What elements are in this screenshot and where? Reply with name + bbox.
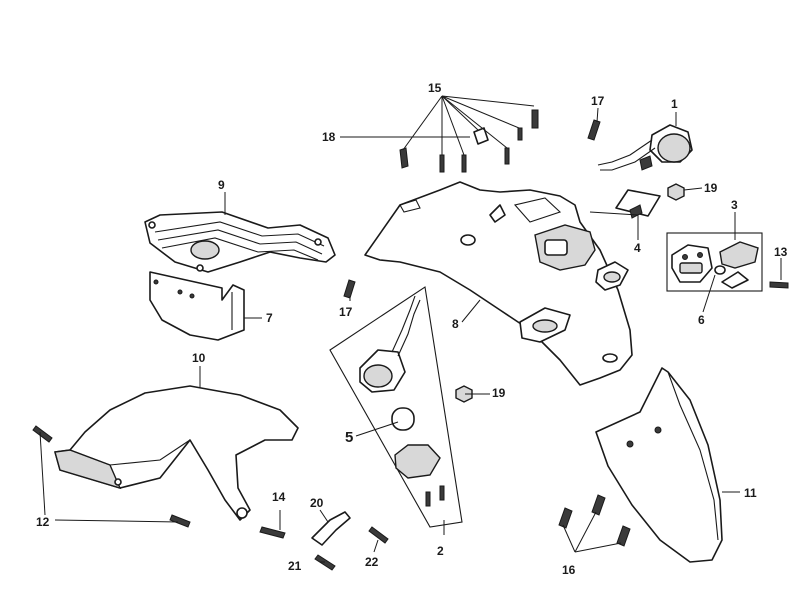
part-10-front-fender bbox=[54, 385, 299, 521]
part-13-screw bbox=[769, 281, 789, 289]
label-part-13: 13 bbox=[774, 245, 788, 259]
label-part-6: 6 bbox=[698, 313, 705, 327]
label-part-15: 15 bbox=[428, 81, 442, 95]
label-part-7: 7 bbox=[266, 311, 273, 325]
part-11-mudflap bbox=[595, 367, 723, 563]
label-part-9: 9 bbox=[218, 178, 225, 192]
leader-lines bbox=[39, 95, 782, 563]
part-17-screw-left bbox=[343, 279, 356, 299]
part-14-bolt bbox=[259, 526, 286, 539]
label-part-5: 5 bbox=[345, 429, 353, 446]
label-part-12: 12 bbox=[36, 515, 50, 529]
part-15-fasteners bbox=[399, 109, 539, 173]
part-3-lamp-assembly bbox=[666, 232, 763, 292]
part-19-nut-top bbox=[667, 183, 685, 201]
label-part-10: 10 bbox=[192, 351, 206, 365]
part-16-screws bbox=[558, 494, 631, 547]
part-22-screw bbox=[368, 526, 389, 544]
part-9-bracket bbox=[144, 211, 336, 273]
label-part-20: 20 bbox=[310, 496, 324, 510]
label-part-18: 18 bbox=[322, 130, 336, 144]
part-1-turn-signal bbox=[597, 124, 693, 171]
part-labels: 1 2 3 4 5 6 7 8 9 10 11 12 13 14 15 16 1… bbox=[36, 81, 788, 577]
part-2-light-assembly bbox=[329, 286, 463, 528]
label-part-4: 4 bbox=[634, 241, 641, 255]
label-part-19-mid: 19 bbox=[492, 386, 506, 400]
label-part-1: 1 bbox=[671, 97, 678, 111]
label-part-21: 21 bbox=[288, 559, 302, 573]
label-part-19-top: 19 bbox=[704, 181, 718, 195]
label-part-22: 22 bbox=[365, 555, 379, 569]
label-part-11: 11 bbox=[744, 486, 757, 500]
part-7-plate-bracket bbox=[149, 271, 245, 341]
part-19-nut-mid bbox=[455, 385, 473, 403]
label-part-2: 2 bbox=[437, 544, 444, 558]
label-part-17-left: 17 bbox=[339, 305, 353, 319]
part-20-clip bbox=[311, 511, 351, 546]
label-part-16: 16 bbox=[562, 563, 576, 577]
label-part-8: 8 bbox=[452, 317, 459, 331]
part-8-rear-fender bbox=[364, 181, 633, 386]
label-part-17-top: 17 bbox=[591, 94, 605, 108]
label-part-3: 3 bbox=[731, 198, 738, 212]
label-part-14: 14 bbox=[272, 490, 286, 504]
part-12-screws bbox=[32, 425, 191, 528]
part-17-screw-top bbox=[587, 119, 601, 141]
